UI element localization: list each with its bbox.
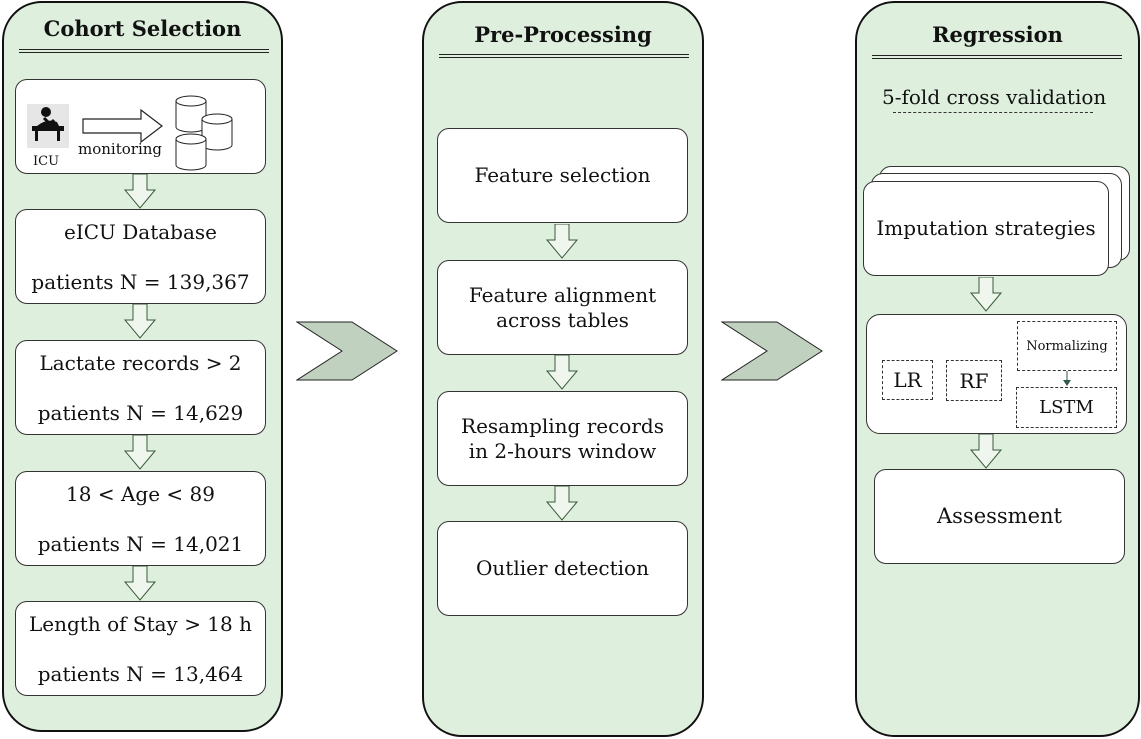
length-of-stay-box: Length of Stay > 18 h patients N = 13,46… — [15, 601, 266, 696]
outlier-detection-box: Outlier detection — [437, 521, 688, 616]
rf-model-box: RF — [946, 360, 1002, 401]
age-filter-box: 18 < Age < 89 patients N = 14,021 — [15, 471, 266, 566]
icu-monitoring-box: ICU monitoring — [15, 79, 266, 174]
cross-validation-underline — [893, 112, 1093, 113]
normalizing-box: Normalizing — [1017, 321, 1117, 371]
resampling-box: Resampling records in 2-hours window — [437, 391, 688, 486]
down-arrow — [546, 486, 578, 521]
box-line-1: Feature alignment — [468, 282, 657, 307]
box-line-1: Lactate records > 2 — [39, 351, 242, 375]
box-line-2: patients N = 13,464 — [37, 662, 244, 686]
imputation-strategies-box: Imputation strategies — [863, 181, 1109, 276]
down-arrow — [970, 434, 1002, 469]
normalizing-to-lstm-arrow — [1061, 371, 1073, 387]
monitoring-label: monitoring — [78, 140, 163, 158]
box-line-2: patients N = 14,021 — [37, 532, 244, 556]
box-line-1: eICU Database — [64, 220, 217, 244]
eicu-database-box: eICU Database patients N = 139,367 — [15, 209, 266, 304]
regression-title: Regression — [932, 22, 1063, 47]
flow-arrow-1 — [296, 321, 400, 381]
box-line-1: Imputation strategies — [876, 216, 1096, 240]
feature-alignment-box: Feature alignment across tables — [437, 260, 688, 355]
down-arrow — [546, 355, 578, 390]
lstm-model-box: LSTM — [1016, 387, 1117, 428]
down-arrow — [124, 435, 156, 470]
feature-selection-box: Feature selection — [437, 128, 688, 223]
box-line-1: Length of Stay > 18 h — [29, 612, 252, 636]
down-arrow — [546, 224, 578, 259]
box-line-1: Resampling records — [461, 413, 664, 438]
box-line-2: patients N = 139,367 — [31, 270, 250, 294]
box-line-1: Assessment — [936, 504, 1062, 528]
title-underline — [439, 54, 689, 58]
monitoring-arrow-icon — [82, 109, 164, 143]
title-underline — [872, 55, 1122, 59]
assessment-box: Assessment — [874, 469, 1125, 564]
down-arrow — [124, 174, 156, 209]
cross-validation-label: 5-fold cross validation — [882, 85, 1107, 109]
box-line-2: across tables — [496, 307, 629, 332]
lactate-records-box: Lactate records > 2 patients N = 14,629 — [15, 340, 266, 435]
pre-processing-title: Pre-Processing — [474, 22, 652, 47]
icu-patient-icon — [27, 104, 69, 148]
box-line-1: Outlier detection — [476, 556, 649, 580]
database-icon — [174, 93, 236, 173]
flow-arrow-2 — [721, 321, 825, 381]
box-line-1: 18 < Age < 89 — [66, 482, 215, 506]
title-underline — [19, 49, 269, 53]
down-arrow — [124, 566, 156, 601]
box-line-2: in 2-hours window — [468, 438, 657, 463]
icu-label: ICU — [33, 154, 60, 169]
box-line-2: patients N = 14,629 — [37, 401, 244, 425]
down-arrow — [124, 304, 156, 339]
down-arrow — [970, 277, 1002, 312]
box-line-1: Feature selection — [474, 163, 651, 187]
cohort-selection-title: Cohort Selection — [43, 16, 242, 41]
lr-model-box: LR — [882, 360, 933, 400]
